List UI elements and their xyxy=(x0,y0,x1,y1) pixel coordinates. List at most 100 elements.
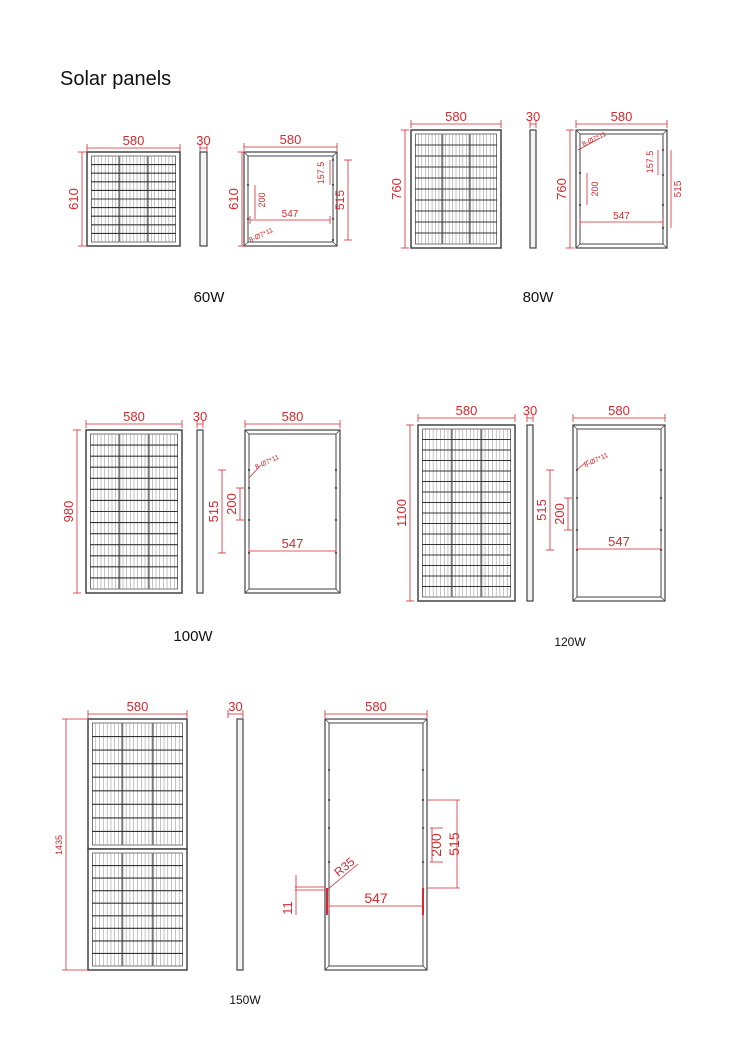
mounting-hole xyxy=(334,486,338,490)
thickness-dimension: 30 xyxy=(228,699,242,714)
hole-spec-leader xyxy=(577,137,601,151)
mounting-hole xyxy=(247,486,251,490)
thickness-dimension: 30 xyxy=(523,403,537,418)
mounting-hole xyxy=(421,860,425,864)
mounting-hole xyxy=(578,203,582,207)
frame-corner xyxy=(422,965,428,971)
thickness-dimension: 30 xyxy=(526,109,540,124)
side-view xyxy=(236,718,244,971)
frame-corner xyxy=(575,243,581,249)
mounting-hole xyxy=(421,798,425,802)
frame-corner xyxy=(244,588,250,594)
span-dimension: 547 xyxy=(613,211,630,222)
back-frame-inner xyxy=(248,433,337,590)
back-frame-inner xyxy=(576,428,662,598)
mounting-hole xyxy=(659,548,663,552)
short-pitch-dimension: 200 xyxy=(257,192,267,207)
mounting-hole xyxy=(247,518,251,522)
width-dimension: 580 xyxy=(445,109,467,124)
mounting-hole xyxy=(247,551,251,555)
mounting-hole xyxy=(661,173,665,177)
frame-corner xyxy=(332,241,338,247)
frame-corner xyxy=(572,424,578,430)
front-view xyxy=(417,424,516,602)
span-dimension: 547 xyxy=(282,536,304,551)
back-width-dimension: 580 xyxy=(608,403,630,418)
front-view xyxy=(86,151,181,247)
mounting-hole xyxy=(661,148,665,152)
frame-corner xyxy=(243,241,249,247)
frame-corner xyxy=(422,718,428,724)
mounting-hole xyxy=(575,496,579,500)
mounting-hole xyxy=(331,183,335,187)
height-dimension: 1435 xyxy=(54,835,64,855)
power-label-100w: 100W xyxy=(173,628,213,645)
span-dimension: 547 xyxy=(608,534,630,549)
back-view xyxy=(575,129,668,249)
back-view xyxy=(244,429,341,594)
mounting-hole xyxy=(327,860,331,864)
width-dimension: 580 xyxy=(123,409,145,424)
back-width-dimension: 580 xyxy=(282,409,304,424)
mounting-hole xyxy=(575,528,579,532)
back-frame-inner xyxy=(328,722,424,967)
frame-corner xyxy=(662,129,668,135)
width-dimension: 580 xyxy=(456,403,478,418)
short-pitch-dimension: 200 xyxy=(224,493,239,515)
mounting-hole xyxy=(327,798,331,802)
mounting-hole xyxy=(659,468,663,472)
frame-corner xyxy=(572,596,578,602)
back-frame-inner xyxy=(579,133,664,245)
height-dimension: 610 xyxy=(66,188,81,210)
back-height-dimension: 610 xyxy=(226,188,241,210)
mounting-hole xyxy=(327,768,331,772)
mounting-hole xyxy=(421,768,425,772)
hole-pitch-dimension: 515 xyxy=(333,190,347,210)
frame-corner xyxy=(324,965,330,971)
frame-corner xyxy=(660,596,666,602)
offset-dimension: 157.5 xyxy=(645,151,655,174)
back-view xyxy=(243,151,338,247)
frame-corner xyxy=(244,429,250,435)
width-dimension: 580 xyxy=(123,133,145,148)
power-label-60w: 60W xyxy=(194,289,226,306)
mounting-hole xyxy=(331,238,335,242)
mounting-hole xyxy=(331,217,335,221)
mounting-hole xyxy=(331,158,335,162)
back-view xyxy=(572,424,666,602)
hole-pitch-dimension: 515 xyxy=(446,832,462,856)
frame-corner xyxy=(660,424,666,430)
hole-spec-leader xyxy=(576,459,589,471)
frame-corner xyxy=(324,718,330,724)
slot-dimension: 11 xyxy=(280,901,295,915)
back-width-dimension: 580 xyxy=(611,109,633,124)
back-width-dimension: 580 xyxy=(365,699,387,714)
front-view xyxy=(87,848,188,971)
power-label-150w: 150W xyxy=(229,993,261,1007)
mounting-hole xyxy=(578,171,582,175)
short-pitch-dimension: 200 xyxy=(552,503,567,525)
power-label-120w: 120W xyxy=(554,635,586,649)
mounting-hole xyxy=(575,468,579,472)
span-dimension: 547 xyxy=(364,890,388,906)
hole-spec-leader xyxy=(248,465,261,479)
short-pitch-dimension: 200 xyxy=(428,833,444,857)
hole-pitch-dimension: 515 xyxy=(673,180,684,197)
mounting-hole xyxy=(327,826,331,830)
mounting-hole xyxy=(334,468,338,472)
back-height-dimension: 760 xyxy=(554,178,569,200)
mounting-hole xyxy=(246,183,250,187)
width-dimension: 580 xyxy=(127,699,149,714)
hole-pitch-dimension: 515 xyxy=(534,499,549,521)
height-dimension: 980 xyxy=(61,501,76,523)
front-view xyxy=(87,718,188,850)
page-title: Solar panels xyxy=(60,68,172,90)
mounting-hole xyxy=(659,496,663,500)
span-dimension: 547 xyxy=(282,209,299,220)
mounting-hole xyxy=(659,528,663,532)
frame-corner xyxy=(575,129,581,135)
radius-leader xyxy=(326,863,359,891)
frame-corner xyxy=(243,151,249,157)
mounting-hole xyxy=(421,826,425,830)
